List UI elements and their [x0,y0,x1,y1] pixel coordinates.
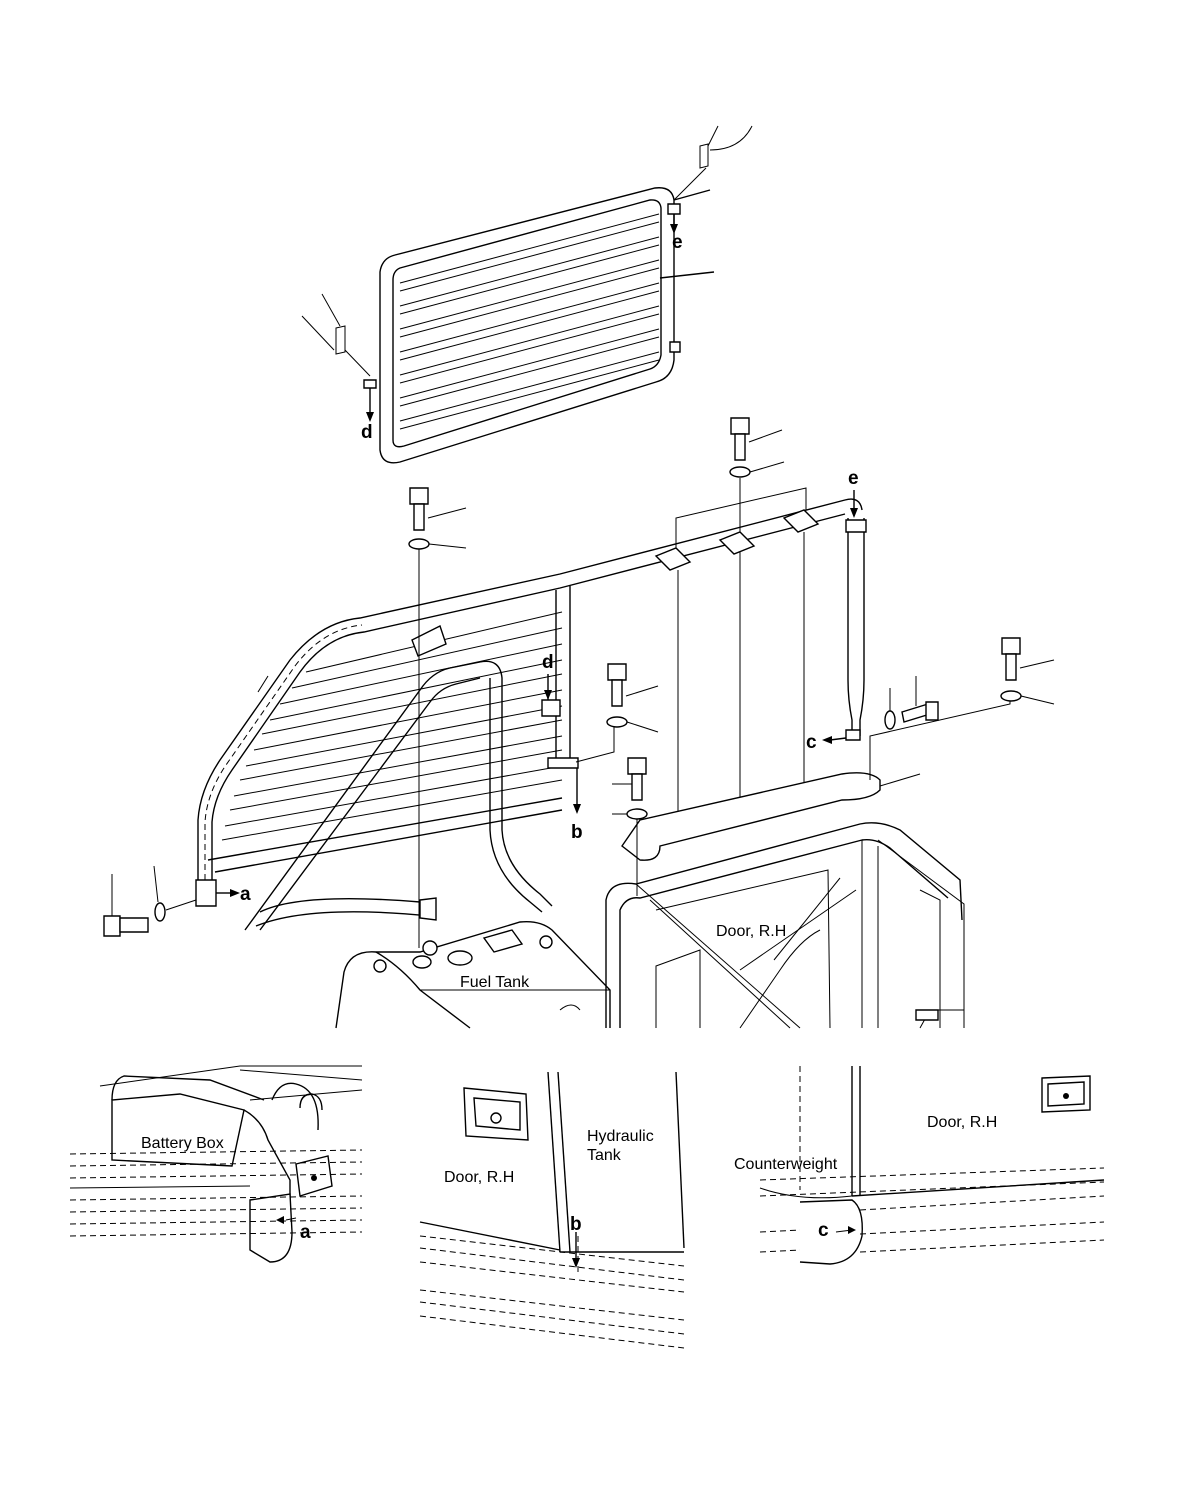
bolt-right [1000,637,1055,705]
ref-a-main: a [240,884,251,905]
detail-c-deck-lines [759,1167,1105,1253]
label-counterweight: Counterweight [734,1156,838,1173]
label-battery-box: Battery Box [141,1135,224,1152]
upper-handrail-panel [301,125,753,464]
label-hydraulic-tank-1: Hydraulic [587,1128,654,1145]
ref-d-frame: d [542,652,554,673]
ref-b-main: b [571,822,583,843]
upper-structure-frame [605,822,965,1029]
detail-c-counterweight [759,1066,1105,1265]
bolt-top-center [729,417,785,478]
main-handrail [195,498,863,931]
bolt-foot-a [103,865,197,937]
label-door-rh-c: Door, R.H [927,1114,997,1131]
label-hydraulic-tank-2: Tank [587,1147,622,1164]
upper-panel-slats [399,213,660,430]
detail-a-battery-box [69,1065,363,1263]
detail-b-deck-lines [419,1221,685,1349]
label-door-rh-main: Door, R.H [716,923,786,940]
rail-brackets [654,478,820,818]
bolt-top-left [408,487,467,948]
ref-b-detail: b [570,1214,582,1235]
bolt-post-c [884,676,939,730]
ref-c-detail: c [818,1220,829,1241]
main-panel-slats [221,611,563,841]
ref-e-frame: e [848,468,859,489]
fuel-tank [335,920,611,1029]
detail-b-hydraulic-tank [419,1071,685,1349]
ref-a-detail: a [300,1222,311,1243]
label-fuel-tank: Fuel Tank [460,974,530,991]
detail-a-deck-lines [69,1149,363,1237]
label-door-rh-b: Door, R.H [444,1169,514,1186]
bolt-middle [575,663,659,763]
ref-d-panel: d [361,422,373,443]
rear-post [822,490,867,744]
ref-e-panel: e [672,232,683,253]
ref-c-main: c [806,732,817,753]
fasteners [103,417,1055,948]
mounting-plate [621,700,1011,861]
